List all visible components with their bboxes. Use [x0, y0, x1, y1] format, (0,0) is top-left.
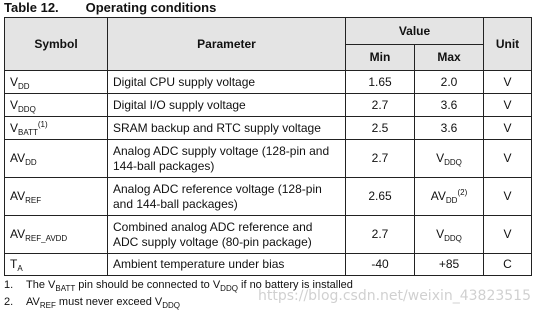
unit-cell: V — [483, 177, 533, 216]
unit-cell: V — [483, 93, 533, 117]
symbol-cell: VDD — [4, 70, 108, 94]
symbol-cell: AVDD — [4, 139, 108, 178]
symbol-cell: VDDQ — [4, 93, 108, 117]
table-row: VBATT(1) SRAM backup and RTC supply volt… — [4, 116, 533, 140]
parameter-cell: Digital CPU supply voltage — [107, 70, 346, 94]
table-row: VDDQ Digital I/O supply voltage 2.7 3.6 … — [4, 93, 533, 117]
table-row: AVREF Analog ADC reference voltage (128-… — [4, 177, 533, 216]
header-min: Min — [345, 44, 415, 71]
parameter-cell: Digital I/O supply voltage — [107, 93, 346, 117]
header-max: Max — [413, 44, 485, 71]
symbol-cell: VBATT(1) — [4, 116, 108, 140]
parameter-cell: Ambient temperature under bias — [107, 253, 346, 276]
min-cell: 1.65 — [345, 70, 415, 94]
symbol-cell: TA — [4, 253, 108, 276]
min-cell: 2.7 — [345, 215, 415, 254]
min-cell: 2.7 — [345, 93, 415, 117]
max-cell: VDDQ — [413, 215, 485, 254]
footnote-2: 2.AVREF must never exceed VDDQ — [4, 296, 181, 310]
header-value: Value — [344, 17, 485, 45]
header-unit: Unit — [483, 17, 533, 71]
table-row: AVREF_AVDD Combined analog ADC reference… — [4, 215, 533, 254]
parameter-cell: SRAM backup and RTC supply voltage — [107, 116, 346, 140]
min-cell: -40 — [345, 253, 415, 276]
operating-conditions-table: Symbol Parameter Value Unit Min Max VDD … — [4, 17, 533, 276]
max-cell: 3.6 — [413, 93, 485, 117]
min-cell: 2.65 — [345, 177, 415, 216]
unit-cell: V — [483, 139, 533, 178]
max-cell: 3.6 — [413, 116, 485, 140]
parameter-cell: Combined analog ADC reference and ADC su… — [107, 215, 346, 254]
max-cell: AVDD(2) — [413, 177, 485, 216]
unit-cell: V — [483, 70, 533, 94]
table-row: VDD Digital CPU supply voltage 1.65 2.0 … — [4, 70, 533, 94]
header-parameter: Parameter — [107, 17, 346, 71]
footnote-1: 1.The VBATT pin should be connected to V… — [4, 279, 353, 293]
max-cell: 2.0 — [413, 70, 485, 94]
header-symbol: Symbol — [4, 17, 108, 71]
table-row: AVDD Analog ADC supply voltage (128-pin … — [4, 139, 533, 178]
unit-cell: V — [483, 116, 533, 140]
unit-cell: V — [483, 215, 533, 254]
table-row: TA Ambient temperature under bias -40 +8… — [4, 253, 533, 276]
unit-cell: C — [483, 253, 533, 276]
parameter-cell: Analog ADC reference voltage (128-pin an… — [107, 177, 346, 216]
symbol-cell: AVREF — [4, 177, 108, 216]
table-number: Table 12. — [4, 0, 59, 15]
max-cell: VDDQ — [413, 139, 485, 178]
table-notes: 1.The VBATT pin should be connected to V… — [4, 277, 534, 311]
max-cell: +85 — [413, 253, 485, 276]
parameter-cell: Analog ADC supply voltage (128-pin and 1… — [107, 139, 346, 178]
table-title: Operating conditions — [85, 0, 217, 15]
watermark: https://blog.csdn.net/weixin_43823515 — [257, 288, 531, 304]
min-cell: 2.5 — [345, 116, 415, 140]
table-caption: Table 12. Operating conditions — [4, 0, 216, 17]
symbol-cell: AVREF_AVDD — [4, 215, 108, 254]
min-cell: 2.7 — [345, 139, 415, 178]
